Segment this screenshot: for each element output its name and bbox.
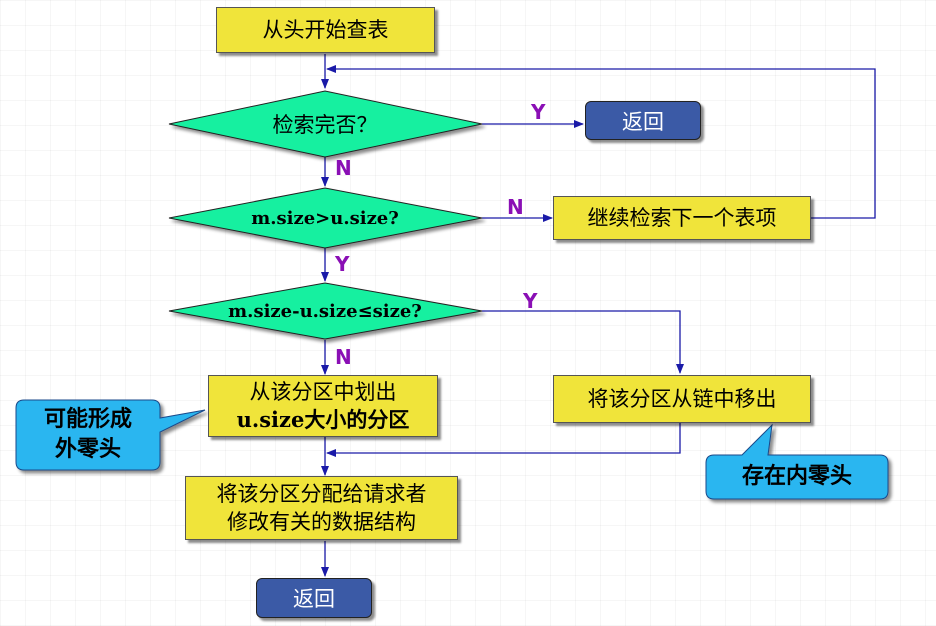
label-done-no: N (335, 156, 352, 180)
decision-done-text: 检索完否？ (272, 113, 378, 137)
connector-lines (321, 54, 876, 577)
remove-from-chain-box: 将该分区从链中移出 (553, 375, 811, 423)
callout-external-text: 可能形成 外零头 (16, 402, 160, 468)
return-top-box: 返回 (585, 101, 701, 140)
return-top-label: 返回 (622, 109, 664, 134)
decision-remainder-shape (168, 282, 483, 340)
continue-next-box: 继续检索下一个表项 (553, 196, 811, 240)
split-box: 从该分区中划出 u.size大小的分区 (208, 375, 438, 437)
decision-size-text: m.size>u.size? (251, 207, 399, 229)
split-label-line1: 从该分区中划出 (249, 380, 397, 404)
callout-internal-text: 存在内零头 (741, 464, 852, 489)
start-box: 从头开始查表 (216, 7, 435, 53)
continue-next-label: 继续检索下一个表项 (587, 206, 777, 230)
return-bottom-label: 返回 (293, 587, 335, 611)
split-label-line2: u.size大小的分区 (236, 407, 410, 432)
decision-done-shape (168, 90, 483, 158)
label-size-no: N (507, 195, 524, 219)
callout-external-line2: 外零头 (54, 437, 121, 462)
callout-external-bubble (15, 399, 206, 471)
label-size-yes: Y (335, 252, 350, 276)
start-label: 从头开始查表 (262, 18, 389, 42)
label-done-yes: Y (531, 100, 546, 124)
return-bottom-box: 返回 (256, 578, 372, 618)
remove-from-chain-label: 将该分区从链中移出 (587, 387, 777, 411)
label-remainder-no: N (335, 345, 352, 369)
callout-external-line1: 可能形成 (43, 407, 132, 432)
edge-remove-to-merge (326, 423, 681, 457)
decision-remainder-text: m.size-u.size≤size? (228, 300, 422, 322)
allocate-box: 将该分区分配给请求者 修改有关的数据结构 (185, 476, 458, 540)
edge-continue-loop (326, 65, 876, 219)
callout-internal-bubble (705, 423, 889, 500)
allocate-label-line1: 将该分区分配给请求者 (216, 482, 427, 506)
allocate-label-line2: 修改有关的数据结构 (227, 510, 416, 534)
decision-size-shape (168, 187, 483, 249)
edge-remainder-yes (482, 310, 684, 374)
label-remainder-yes: Y (523, 289, 538, 313)
